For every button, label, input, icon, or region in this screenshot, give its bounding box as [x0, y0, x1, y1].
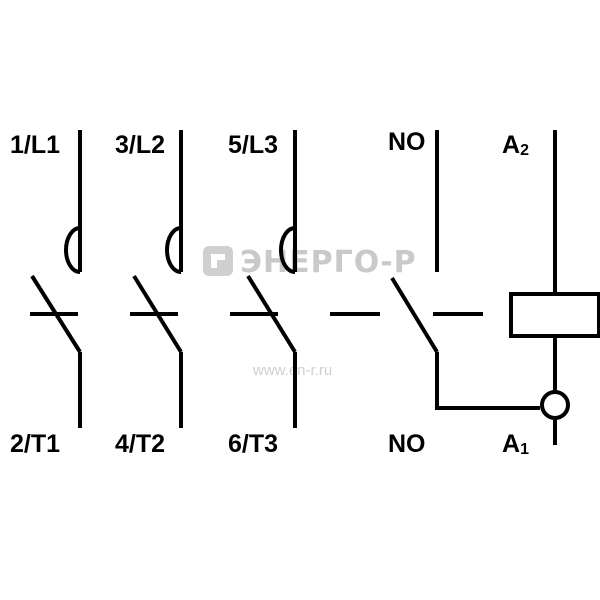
coil-symbol	[509, 292, 600, 338]
watermark-url: www.en-r.ru	[252, 362, 332, 379]
label-6-t3: 6/T3	[228, 430, 278, 458]
arc-chute-symbol	[165, 226, 182, 274]
label-no-top: NO	[388, 128, 426, 156]
label-2-t1: 2/T1	[10, 430, 60, 458]
no-to-coil-link	[435, 352, 540, 410]
arc-chute-symbol	[279, 226, 296, 274]
power-contact-pole-2	[130, 130, 183, 428]
label-3-l2: 3/L2	[115, 131, 165, 159]
power-contact-pole-3	[230, 130, 297, 428]
watermark-brand: ЭНЕРГО-Р	[240, 245, 417, 280]
label-4-t2: 4/T2	[115, 430, 165, 458]
auxiliary-no-contact	[330, 130, 540, 410]
label-5-l3: 5/L3	[228, 131, 278, 159]
label-a2: A2	[502, 131, 529, 159]
watermark: ЭНЕРГО-Р www.en-r.ru	[203, 245, 417, 379]
watermark-logo-icon	[203, 246, 233, 276]
coil-terminal-circle	[540, 390, 570, 420]
contact-blade	[390, 276, 439, 354]
label-a1: A1	[502, 430, 529, 458]
arc-chute-symbol	[64, 226, 81, 274]
label-no-bottom: NO	[388, 430, 426, 458]
contactor-coil	[509, 130, 600, 445]
power-contact-pole-1	[30, 130, 82, 428]
label-1-l1: 1/L1	[10, 131, 60, 159]
